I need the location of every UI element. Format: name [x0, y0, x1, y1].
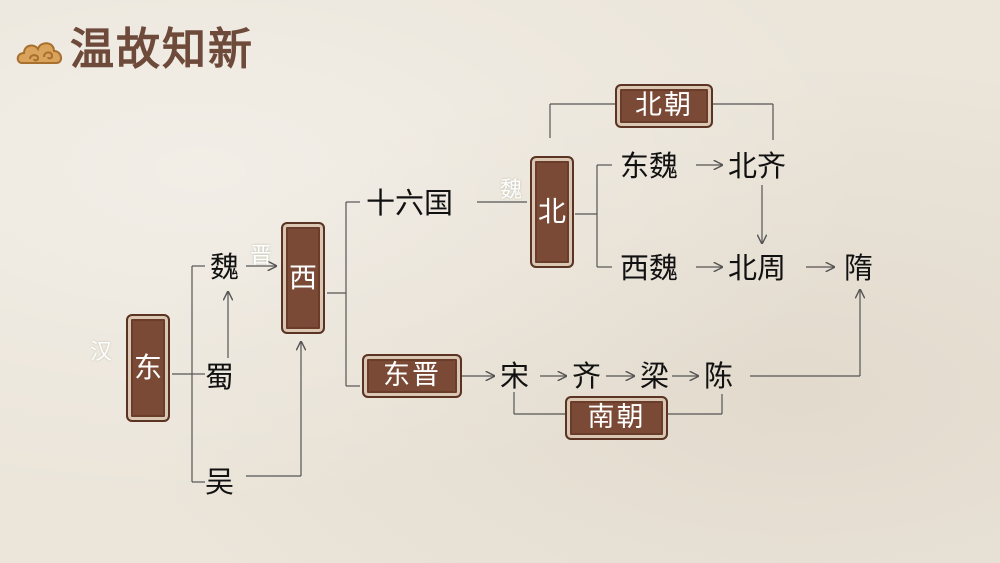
northern-dynasties-box: 北朝: [615, 84, 713, 128]
node-sixteen-kingdoms: 十六国: [366, 186, 454, 220]
southern-dynasties-box: 南朝: [565, 396, 668, 440]
node-sui: 隋: [844, 251, 874, 285]
eastern-han-box: 东: [126, 314, 170, 422]
western-jin-main-label: 西: [288, 261, 317, 294]
western-jin-box: 西: [281, 222, 325, 334]
node-qi: 齐: [572, 359, 602, 393]
eastern-han-side-label: 汉: [90, 340, 113, 365]
northern-wei-side-label: 魏: [500, 178, 523, 203]
northern-wei-main-label: 北: [537, 195, 566, 228]
eastern-jin-box: 东晋: [362, 354, 462, 398]
node-eastern-wei: 东魏: [620, 149, 679, 183]
node-song: 宋: [500, 359, 530, 393]
node-liang: 梁: [640, 359, 670, 393]
page-title: 温故知新: [70, 24, 254, 75]
node-wu: 吴: [205, 465, 235, 499]
eastern-han-main-label: 东: [133, 351, 162, 384]
node-northern-qi: 北齐: [728, 149, 787, 183]
node-northern-zhou: 北周: [728, 251, 787, 285]
auspicious-cloud-icon: [16, 42, 62, 64]
node-wei: 魏: [210, 250, 240, 284]
northern-wei-box: 北: [530, 156, 574, 268]
node-chen: 陈: [704, 359, 734, 393]
node-shu: 蜀: [205, 360, 235, 394]
western-jin-side-label: 晋: [250, 244, 273, 269]
node-western-wei: 西魏: [620, 251, 679, 285]
